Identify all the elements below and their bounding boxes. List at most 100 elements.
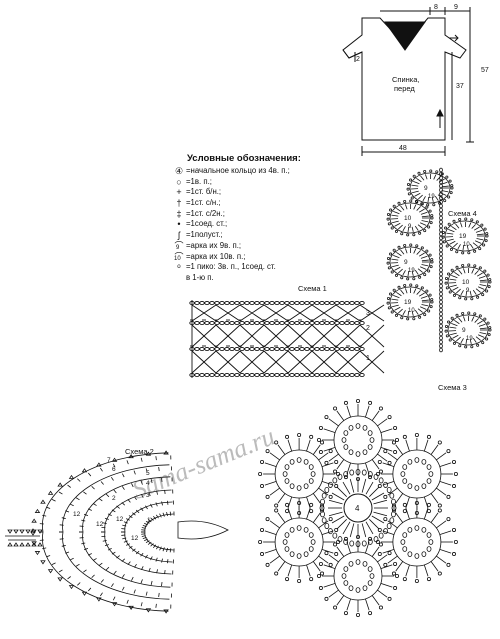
petal-post	[380, 428, 393, 433]
chain-stitch	[204, 372, 210, 378]
chain-stitch	[354, 372, 360, 378]
petal-post	[318, 520, 329, 529]
leaf-number: 9	[466, 288, 470, 294]
scheme-2-num-2: 2	[112, 495, 116, 502]
chain-stitch	[349, 372, 355, 378]
chain-loop	[321, 492, 327, 499]
inner-post	[328, 511, 343, 517]
treble-crochet-icon: ‡	[176, 208, 182, 219]
petal-post	[346, 405, 351, 418]
stitch-post	[412, 190, 419, 194]
fan-post	[100, 481, 104, 485]
stitch-post	[452, 334, 459, 339]
petal-post	[387, 555, 398, 564]
chain-stitch	[194, 346, 200, 352]
petal-chain	[296, 525, 302, 531]
picot-dot	[397, 245, 401, 249]
picot-dot	[470, 345, 474, 349]
picot-dot	[486, 273, 490, 277]
chain-stitch	[214, 372, 220, 378]
stitch-post	[398, 268, 403, 274]
stitch-post	[411, 270, 414, 276]
inner-post	[371, 492, 385, 501]
picot-dot	[485, 234, 489, 238]
picot-triangle	[31, 542, 37, 547]
picot-triangle	[128, 454, 134, 459]
picot-dot	[407, 192, 411, 196]
vine-chain	[439, 299, 443, 305]
stitch-post	[402, 226, 406, 232]
fan-post	[84, 548, 89, 551]
fan-post	[134, 563, 137, 568]
picot-dot	[418, 315, 422, 319]
fan-post	[99, 467, 103, 472]
petal-picot	[260, 459, 265, 464]
petal-post	[336, 546, 345, 557]
fan-post	[84, 513, 89, 516]
picot-dot	[429, 221, 433, 225]
picot-icon: ᵒ	[177, 262, 181, 273]
stitch-post	[421, 259, 429, 262]
stitch-post	[462, 244, 465, 250]
petal-picot	[426, 509, 431, 514]
fan-post	[83, 491, 87, 495]
picot-triangle	[47, 490, 54, 495]
petal-post	[380, 564, 393, 569]
chain-loop	[343, 471, 349, 478]
fan-post	[88, 472, 92, 477]
scheme-2-num-1: 1	[147, 517, 151, 524]
picot-dot	[443, 199, 447, 203]
chain-loop	[324, 523, 330, 530]
stitch-post	[416, 290, 421, 295]
picot-dot	[481, 341, 485, 345]
picot-dot	[445, 286, 449, 290]
stitch-post	[431, 196, 434, 202]
diagonal-stitch	[359, 350, 385, 374]
vine-chain	[439, 263, 443, 269]
picot-dot	[392, 288, 396, 292]
chain-stitch	[334, 320, 340, 326]
petal-post	[371, 410, 380, 421]
picot-dot	[389, 292, 393, 296]
petal-picot	[391, 508, 396, 513]
vine-chain	[439, 231, 443, 237]
picot-dot	[447, 222, 451, 226]
stitch-post	[394, 222, 401, 227]
petal-post	[346, 541, 351, 554]
legend: Условные обозначения: ④=начальное кольцо…	[172, 153, 342, 284]
petal-post	[439, 462, 452, 467]
fan-post	[162, 512, 165, 517]
scheme-2-num-12d: 12	[131, 535, 139, 542]
picot-dot	[445, 334, 449, 338]
petal-post	[323, 447, 336, 452]
scheme-1-row-3: 3	[366, 310, 370, 317]
petal-chain	[343, 580, 349, 586]
vine-chain	[439, 287, 443, 293]
stitch-post	[396, 251, 402, 257]
chain-loop	[319, 504, 325, 511]
picot-dot	[458, 344, 462, 348]
petal-picot	[387, 415, 392, 420]
inner-post	[349, 478, 355, 493]
petal-post	[387, 487, 398, 496]
chain-stitch	[204, 346, 210, 352]
petal-picot	[378, 469, 383, 474]
scheme-2-num-12c: 12	[116, 516, 124, 523]
legend-item-arc9: ⌒9=арка их 9в. п.;	[172, 241, 342, 252]
chain-stitch	[339, 346, 345, 352]
petal-chain	[407, 483, 413, 489]
fan-post	[148, 492, 151, 497]
stitch-post	[469, 338, 472, 344]
fan-post	[51, 562, 56, 565]
picot-dot	[450, 268, 454, 272]
legend-item-slst: •=1соед. ст.;	[172, 219, 342, 230]
chain-stitch	[239, 346, 245, 352]
petal-chain	[402, 478, 408, 484]
picot-dot	[428, 209, 432, 213]
petal-picot	[368, 536, 373, 541]
fan-post	[145, 520, 150, 524]
stitch-post	[475, 288, 481, 293]
stitch-post	[468, 222, 472, 228]
picot-triangle	[13, 542, 19, 547]
petal-chain	[348, 425, 354, 431]
